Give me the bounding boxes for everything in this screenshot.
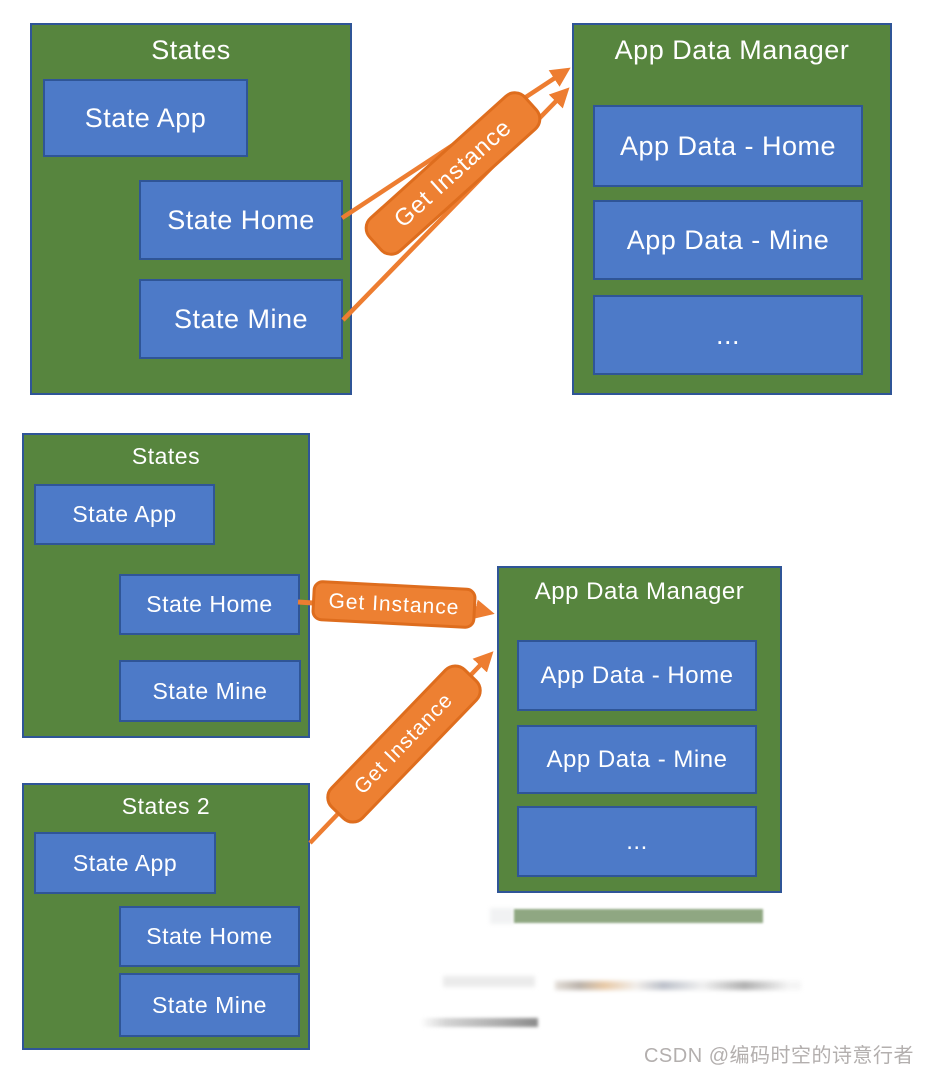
group-title-manager-top: App Data Manager: [614, 35, 850, 65]
node-state-home-states2: State Home: [119, 906, 300, 967]
badge-get-instance-bottom: Get Instance: [320, 658, 488, 830]
node-state-mine-top: State Mine: [139, 279, 343, 359]
group-title-states-bottom: States: [131, 443, 201, 469]
blur-artifact-multicolor-line: [555, 981, 801, 990]
node-appdata-home-top: App Data - Home: [593, 105, 863, 187]
node-appdata-more-bottom: ...: [517, 806, 757, 877]
badge-get-instance-mid: Get Instance: [311, 579, 477, 630]
group-box-states2-bottom: States 2 State App State Home State Mine: [22, 783, 310, 1050]
node-state-home-top: State Home: [139, 180, 343, 260]
node-state-mine-states2: State Mine: [119, 973, 300, 1037]
node-appdata-home-bottom: App Data - Home: [517, 640, 757, 711]
blur-artifact-green-bar: [514, 909, 763, 923]
group-title-manager-bottom: App Data Manager: [534, 578, 745, 605]
node-state-home-mid: State Home: [119, 574, 300, 635]
blur-artifact-light-block: [490, 908, 514, 924]
node-state-app-states2: State App: [34, 832, 216, 894]
group-box-states-top: States State App State Home State Mine: [30, 23, 352, 395]
group-title-states-top: States: [151, 35, 231, 65]
node-appdata-mine-top: App Data - Mine: [593, 200, 863, 280]
group-title-states2-bottom: States 2: [121, 793, 211, 819]
node-state-mine-mid: State Mine: [119, 660, 301, 722]
blur-artifact-gray-line-2: [420, 1018, 538, 1027]
node-appdata-more-top: ...: [593, 295, 863, 375]
node-state-app-mid: State App: [34, 484, 215, 545]
badge-get-instance-top: Get Instance: [358, 85, 548, 262]
csdn-watermark: CSDN @编码时空的诗意行者: [643, 1045, 914, 1067]
node-appdata-mine-bottom: App Data - Mine: [517, 725, 757, 794]
group-box-manager-bottom: App Data Manager App Data - Home App Dat…: [497, 566, 782, 893]
blur-artifact-gray-line-1: [443, 976, 535, 987]
node-state-app-top: State App: [43, 79, 248, 157]
group-box-states-bottom: States State App State Home State Mine: [22, 433, 310, 738]
group-box-manager-top: App Data Manager App Data - Home App Dat…: [572, 23, 892, 395]
